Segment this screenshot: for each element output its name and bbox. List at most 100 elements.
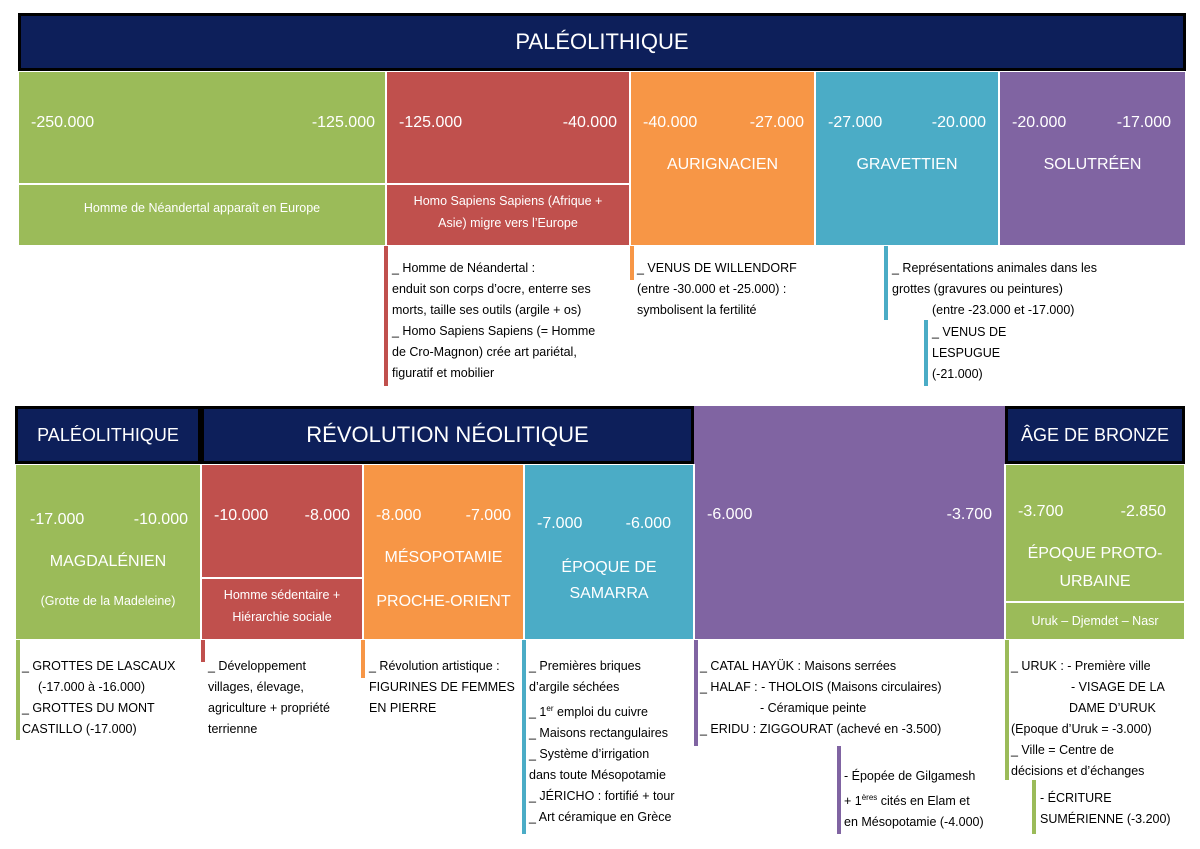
period-name: AURIGNACIEN xyxy=(666,156,779,173)
period-10000-desc: Homme sédentaire + Hiérarchie sociale xyxy=(201,578,363,640)
period-end: -7.000 xyxy=(465,507,511,524)
note-text: cités en Elam et xyxy=(877,794,970,809)
connector-orange xyxy=(630,246,634,280)
connector-blue xyxy=(884,246,888,320)
note-line: de Cro-Magnon) crée art pariétal, xyxy=(392,345,577,359)
period-sub: (Grotte de la Madeleine) xyxy=(40,594,176,608)
note-orange-bottom: _ Révolution artistique : FIGURINES DE F… xyxy=(369,656,515,719)
note-line: (-21.000) xyxy=(932,367,983,381)
note-blue-bottom: _ Premières briques d’argile séchées _ 1… xyxy=(529,656,675,828)
note-line: _ Développement xyxy=(208,659,306,673)
period-end: -8.000 xyxy=(304,507,350,524)
note-line: _ Homo Sapiens Sapiens (= Homme xyxy=(392,324,596,338)
note-line: _ Maisons rectangulaires xyxy=(529,726,668,741)
bottom-header-paleolithique: PALÉOLITHIQUE xyxy=(15,406,201,464)
period-start: -7.000 xyxy=(537,515,583,532)
note-line: _ JÉRICHO : fortifié + tour xyxy=(529,789,675,804)
note-line: _ Premières briques xyxy=(529,659,641,673)
period-desc-line1: Homo Sapiens Sapiens (Afrique + xyxy=(413,194,603,208)
note-line: _ VENUS DE xyxy=(932,325,1007,339)
period-mesopotamie: -8.000 -7.000 MÉSOPOTAMIE PROCHE-ORIENT xyxy=(363,464,524,640)
note-line: EN PIERRE xyxy=(369,701,437,715)
note-line: villages, élevage, xyxy=(208,680,304,694)
connector-blue-2 xyxy=(924,320,928,386)
period-start: -125.000 xyxy=(399,114,463,131)
period-start: -40.000 xyxy=(643,114,698,131)
connector-green-bottom-3 xyxy=(1032,780,1036,834)
note-text: _ 1 xyxy=(529,705,547,720)
period-aurignacien: -40.000 -27.000 AURIGNACIEN xyxy=(630,71,815,246)
top-header-label: PALÉOLITHIQUE xyxy=(515,29,689,54)
note-line: - ÉCRITURE xyxy=(1040,791,1112,805)
note-line: enduit son corps d’ocre, enterre ses xyxy=(392,282,591,296)
connector-green xyxy=(16,640,20,740)
period-start: -27.000 xyxy=(828,114,883,131)
note-text: + 1 xyxy=(844,794,862,809)
note-line: _ Système d’irrigation xyxy=(529,747,650,762)
period-proto-urbaine: -3.700 -2.850 ÉPOQUE PROTO- URBAINE xyxy=(1005,464,1185,602)
period-desc-line2: Asie) migre vers l’Europe xyxy=(438,216,578,230)
connector-orange-bottom xyxy=(361,640,365,678)
note-line: _ Art céramique en Grèce xyxy=(529,810,672,825)
note-line: (entre -23.000 et -17.000) xyxy=(932,303,1075,317)
period-start: -250.000 xyxy=(31,114,95,131)
note-line: (entre -30.000 et -25.000) : xyxy=(637,282,787,296)
note-line: symbolisent la fertilité xyxy=(637,303,757,317)
period-end: -6.000 xyxy=(625,515,671,532)
period-125000-desc: Homo Sapiens Sapiens (Afrique + Asie) mi… xyxy=(386,184,630,246)
note-line: (-17.000 à -16.000) xyxy=(38,680,146,694)
note-purple-bottom: _ CATAL HAYÜK : Maisons serrées _ HALAF … xyxy=(700,656,942,740)
note-line: LESPUGUE xyxy=(932,346,1001,360)
note-sup: ères xyxy=(861,793,878,802)
note-line: _ GROTTES DU MONT xyxy=(22,701,155,715)
period-gravettien: -27.000 -20.000 GRAVETTIEN xyxy=(815,71,999,246)
period-samarra: -7.000 -6.000 ÉPOQUE DE SAMARRA xyxy=(524,464,694,640)
period-250000: -250.000 -125.000 xyxy=(18,71,386,184)
note-line: en Mésopotamie (-4.000) xyxy=(844,815,984,830)
note-line: _ CATAL HAYÜK : Maisons serrées xyxy=(700,659,897,673)
note-line: DAME D’URUK xyxy=(1069,701,1156,715)
note-purple-bottom-2: - Épopée de Gilgamesh + 1ères cités en E… xyxy=(844,766,984,833)
connector-green-bottom-2 xyxy=(1005,640,1009,780)
note-line: - Épopée de Gilgamesh xyxy=(844,769,976,783)
note-blue-top-2: _ VENUS DE LESPUGUE (-21.000) xyxy=(932,322,1006,385)
note-red-top: _ Homme de Néandertal : enduit son corps… xyxy=(392,258,595,384)
period-end: -17.000 xyxy=(1116,114,1171,131)
note-line: terrienne xyxy=(208,722,258,736)
header-label: ÂGE DE BRONZE xyxy=(1020,424,1170,445)
bottom-header-neolithique: RÉVOLUTION NÉOLITIQUE xyxy=(201,406,694,464)
period-start: -17.000 xyxy=(30,511,85,528)
note-line: _ HALAF : - THOLOIS (Maisons circulaires… xyxy=(700,680,942,694)
note-green-bottom-3: - ÉCRITURE SUMÉRIENNE (-3.200) xyxy=(1040,788,1171,830)
period-start: -20.000 xyxy=(1012,114,1067,131)
connector-blue-bottom xyxy=(522,640,526,834)
period-125000: -125.000 -40.000 xyxy=(386,71,630,184)
note-line: _ Représentations animales dans les xyxy=(892,261,1097,275)
period-proto-urbaine-sub: Uruk – Djemdet – Nasr xyxy=(1005,602,1185,640)
connector-red xyxy=(384,246,388,386)
note-line: _ Homme de Néandertal : xyxy=(392,261,536,275)
period-end: -2.850 xyxy=(1120,503,1166,520)
period-end: -10.000 xyxy=(133,511,188,528)
period-start: -6.000 xyxy=(707,506,753,523)
note-green-bottom-2: _ URUK : - Première ville - VISAGE DE LA… xyxy=(1011,656,1165,782)
bottom-header-purple xyxy=(694,406,1005,464)
period-end: -27.000 xyxy=(749,114,804,131)
note-sup: er xyxy=(546,704,554,713)
period-magdalenien: -17.000 -10.000 MAGDALÉNIEN (Grotte de l… xyxy=(15,464,201,640)
note-line: _ 1er emploi du cuivre xyxy=(529,698,675,723)
top-header-paleolithique: PALÉOLITHIQUE xyxy=(18,13,1186,71)
period-name: MAGDALÉNIEN xyxy=(49,553,167,570)
note-orange-top: _ VENUS DE WILLENDORF (entre -30.000 et … xyxy=(637,258,797,321)
connector-red-bottom xyxy=(201,640,205,662)
bottom-header-bronze: ÂGE DE BRONZE xyxy=(1005,406,1185,464)
period-250000-desc: Homme de Néandertal apparaît en Europe xyxy=(18,184,386,246)
period-name-line2: SAMARRA xyxy=(569,585,649,602)
note-line: décisions et d’échanges xyxy=(1011,764,1145,778)
period-name-line1: ÉPOQUE DE xyxy=(561,559,657,576)
note-red-bottom: _ Développement villages, élevage, agric… xyxy=(208,656,330,740)
note-line: agriculture + propriété xyxy=(208,701,330,715)
period-name: GRAVETTIEN xyxy=(856,156,958,173)
note-green-bottom: _ GROTTES DE LASCAUX (-17.000 à -16.000)… xyxy=(22,656,176,740)
note-line: + 1ères cités en Elam et xyxy=(844,787,984,812)
